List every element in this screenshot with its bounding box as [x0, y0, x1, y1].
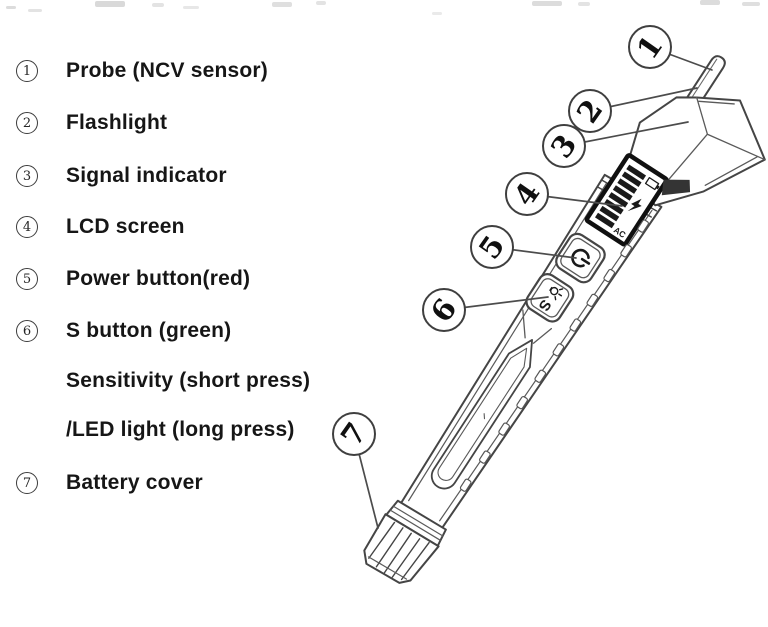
callout-digit-1: 1: [629, 28, 670, 65]
scan-artifact: [742, 2, 760, 6]
callout-2-flashlight: 2: [568, 89, 612, 133]
scan-artifact: [272, 2, 292, 7]
scan-artifact: [183, 6, 199, 9]
legend-label-led-light: /LED light (long press): [66, 418, 295, 441]
legend-number-6: 6: [16, 320, 38, 342]
callout-digit-7: 7: [333, 415, 374, 452]
callout-digit-2: 2: [569, 92, 610, 129]
legend-number-7: 7: [16, 472, 38, 494]
callout-digit-5: 5: [471, 228, 512, 265]
callout-7-battery-cover: 7: [332, 412, 376, 456]
legend-label-battery-cover: Battery cover: [66, 471, 203, 494]
legend-label-s-button: S button (green): [66, 319, 232, 342]
legend-number-1: 1: [16, 60, 38, 82]
legend-number-5: 5: [16, 268, 38, 290]
scan-artifact: [578, 2, 590, 6]
led-bulb-icon: [549, 286, 564, 301]
legend-number-3: 3: [16, 165, 38, 187]
tester-pen: AC: [363, 55, 766, 584]
callout-3-signal-indicator: 3: [542, 124, 586, 168]
scan-artifact: [152, 3, 164, 7]
scan-artifact: [316, 1, 326, 5]
legend-label-lcd-screen: LCD screen: [66, 215, 185, 238]
legend-label-signal-indicator: Signal indicator: [66, 164, 227, 187]
bevel-shade: [661, 179, 691, 196]
callout-5-power-button: 5: [470, 225, 514, 269]
scan-artifact: [700, 0, 720, 5]
callout-4-lcd-screen: 4: [505, 172, 549, 216]
grip-bumps: [459, 219, 649, 492]
callout-digit-4: 4: [506, 175, 547, 212]
scan-artifact: [95, 1, 125, 7]
probe-tip: [686, 55, 726, 106]
callout-6-s-button: 6: [422, 288, 466, 332]
scan-artifact: [6, 6, 16, 9]
power-button: [555, 232, 606, 284]
battery-cover: [363, 513, 440, 584]
voltage-flash-icon: [627, 198, 642, 212]
scan-artifact: [532, 1, 562, 6]
s-button: S: [525, 273, 575, 323]
scan-artifact: [28, 9, 42, 12]
legend-label-flashlight: Flashlight: [66, 111, 168, 134]
lcd-screen: AC: [584, 153, 669, 247]
power-icon: [571, 248, 591, 268]
legend-label-power-button: Power button(red): [66, 267, 251, 290]
signal-bars: [595, 164, 647, 229]
scan-artifact: [432, 12, 442, 15]
legend-label-probe: Probe (NCV sensor): [66, 59, 268, 82]
legend-label-sensitivity: Sensitivity (short press): [66, 369, 311, 392]
callout-digit-6: 6: [423, 291, 464, 328]
callout-1-probe: 1: [628, 25, 672, 69]
legend-number-2: 2: [16, 112, 38, 134]
grip-groove: [430, 339, 533, 490]
battery-icon: [644, 176, 660, 191]
battery-icon-nub: [655, 185, 660, 190]
callout-digit-3: 3: [543, 127, 584, 164]
legend-number-4: 4: [16, 216, 38, 238]
